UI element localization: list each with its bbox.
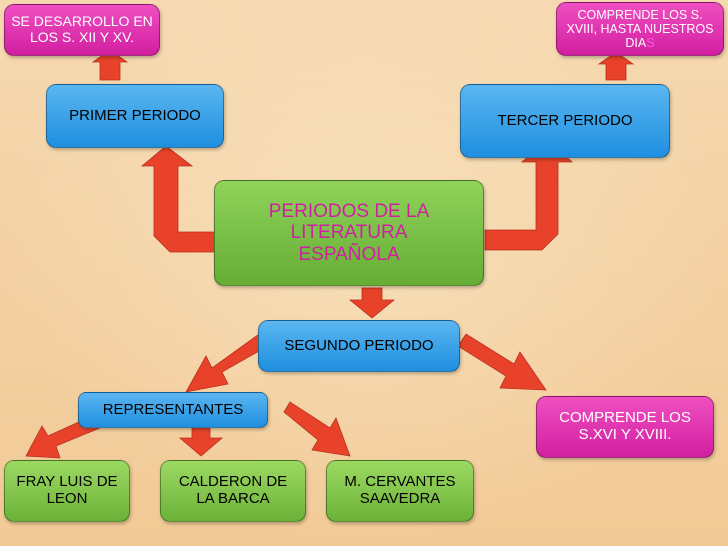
- tercer-desc-text: COMPRENDE LOS S. XVIII, HASTA NUESTROS D…: [566, 8, 714, 50]
- arrow-rep-to-cervantes: [283, 401, 351, 457]
- arrow-center-to-tercer: [484, 139, 574, 251]
- arrow-rep-to-calderon: [178, 427, 224, 457]
- center-node-label: PERIODOS DE LA LITERATURA ESPAÑOLA: [268, 201, 430, 265]
- rep-cervantes-label: M. CERVANTES SAAVEDRA: [344, 473, 456, 507]
- tercer-desc-node: COMPRENDE LOS S. XVIII, HASTA NUESTROS D…: [556, 2, 724, 56]
- representantes-label: REPRESENTANTES: [102, 400, 244, 418]
- tercer-periodo-node: TERCER PERIODO: [460, 84, 670, 158]
- rep-calderon-label: CALDERON DE LA BARCA: [178, 473, 288, 507]
- primer-periodo-node: PRIMER PERIODO: [46, 84, 224, 148]
- arrow-tercer-to-desc: [597, 51, 635, 81]
- arrow-center-to-segundo: [348, 287, 396, 319]
- tercer-periodo-label: TERCER PERIODO: [497, 111, 633, 129]
- segundo-desc-node: COMPRENDE LOS S.XVI Y XVIII.: [536, 396, 714, 458]
- segundo-periodo-node: SEGUNDO PERIODO: [258, 320, 460, 372]
- arrow-segundo-to-comprende: [457, 333, 547, 391]
- primer-desc-node: SE DESARROLLO EN LOS S. XII Y XV.: [4, 4, 160, 56]
- tercer-desc-accent: S: [646, 36, 655, 50]
- segundo-desc-label: COMPRENDE LOS S.XVI Y XVIII.: [559, 409, 691, 443]
- representantes-node: REPRESENTANTES: [78, 392, 268, 428]
- segundo-periodo-label: SEGUNDO PERIODO: [284, 336, 434, 354]
- rep-fray-luis-label: FRAY LUIS DE LEON: [16, 473, 118, 507]
- center-node: PERIODOS DE LA LITERATURA ESPAÑOLA: [214, 180, 484, 286]
- rep-calderon-node: CALDERON DE LA BARCA: [160, 460, 306, 522]
- tercer-desc-label: COMPRENDE LOS S. XVIII, HASTA NUESTROS D…: [565, 8, 715, 50]
- arrow-center-to-primer: [140, 145, 216, 253]
- primer-periodo-label: PRIMER PERIODO: [69, 106, 201, 124]
- primer-desc-label: SE DESARROLLO EN LOS S. XII Y XV.: [11, 13, 153, 45]
- rep-cervantes-node: M. CERVANTES SAAVEDRA: [326, 460, 474, 522]
- rep-fray-luis-node: FRAY LUIS DE LEON: [4, 460, 130, 522]
- arrow-segundo-to-representantes: [185, 331, 269, 393]
